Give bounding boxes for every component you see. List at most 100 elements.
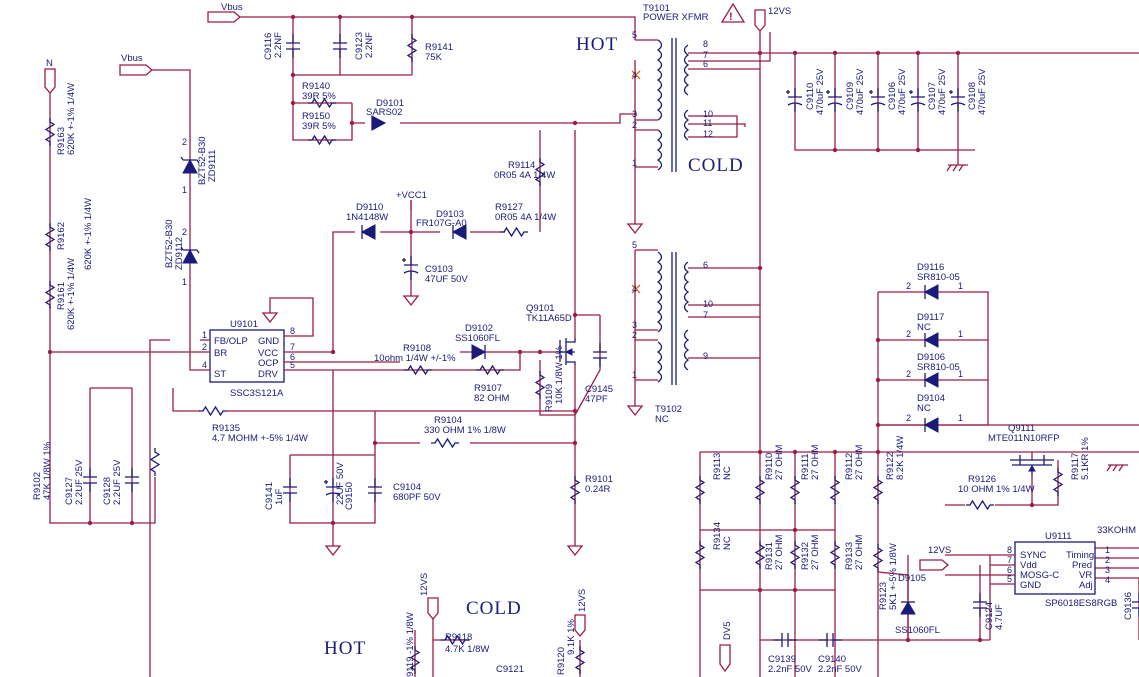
ground-u9101: [262, 306, 278, 323]
svg-text:R9134: R9134: [712, 522, 723, 550]
svg-text:2: 2: [906, 281, 911, 291]
svg-text:R9162: R9162: [56, 222, 67, 250]
svg-text:2.2UF 25V: 2.2UF 25V: [112, 459, 123, 505]
svg-text:470uF 25V: 470uF 25V: [977, 68, 988, 115]
svg-text:2: 2: [632, 120, 637, 130]
svg-text:C9108: C9108: [967, 82, 978, 110]
svg-text:1uF: 1uF: [274, 488, 285, 505]
svg-text:330 OHM 1% 1/8W: 330 OHM 1% 1/8W: [424, 425, 506, 436]
svg-text:39R 5%: 39R 5%: [302, 91, 336, 102]
svg-text:R9102: R9102: [32, 472, 43, 500]
ic-u9101: U9101 SSC3S121A 1 2 4 FB/OLP BR ST 8 7 6…: [200, 319, 307, 399]
ic-u9111: U9111 SP6018ES8RGB 33KOHM +-1% 8 7 6 5 S…: [990, 525, 1139, 609]
svg-text:R9135: R9135: [212, 423, 240, 434]
svg-text:R9131: R9131: [764, 542, 775, 570]
svg-text:27 OHM: 27 OHM: [854, 445, 865, 480]
svg-text:ZD9111: ZD9111: [207, 150, 218, 182]
svg-text:2.2NF: 2.2NF: [364, 32, 375, 58]
svg-text:2: 2: [906, 369, 911, 379]
svg-text:R9117: R9117: [1070, 453, 1081, 480]
svg-text:3: 3: [632, 320, 637, 330]
svg-text:R9108: R9108: [403, 343, 431, 354]
zone-hot-top: HOT: [576, 34, 618, 55]
svg-text:47PF: 47PF: [585, 394, 608, 405]
svg-text:ZD9112: ZD9112: [174, 237, 185, 270]
svg-text:5.1KR 1%: 5.1KR 1%: [1080, 437, 1091, 480]
svg-text:R9107: R9107: [474, 383, 502, 394]
svg-text:R9140: R9140: [302, 81, 330, 92]
svg-text:2: 2: [182, 137, 187, 147]
svg-text:R9141: R9141: [425, 42, 453, 53]
svg-text:D9103: D9103: [436, 209, 464, 220]
svg-text:22UF 50V: 22UF 50V: [335, 462, 346, 505]
svg-text:D9105: D9105: [898, 573, 926, 584]
svg-text:Vbus: Vbus: [221, 2, 243, 13]
svg-text:C9140: C9140: [818, 654, 846, 665]
resistor-r9119: 9119 -1% 1/8W: [405, 612, 420, 677]
svg-text:C9128: C9128: [102, 477, 113, 505]
svg-text:0.24R: 0.24R: [585, 484, 610, 495]
svg-text:VR: VR: [1079, 570, 1092, 581]
svg-text:Q9101: Q9101: [526, 303, 555, 314]
svg-text:R9112: R9112: [844, 453, 855, 480]
svg-text:27 OHM: 27 OHM: [854, 535, 865, 570]
net-12vs-mid: 12VS: [919, 545, 951, 571]
svg-text:7: 7: [703, 50, 708, 60]
svg-text:4: 4: [1105, 575, 1110, 585]
svg-text:R9161: R9161: [56, 282, 67, 310]
svg-text:R9110: R9110: [764, 453, 775, 480]
svg-text:OCP: OCP: [258, 358, 279, 369]
svg-text:SR810-05: SR810-05: [917, 272, 960, 283]
svg-text:2.2nF 50V: 2.2nF 50V: [768, 664, 812, 675]
transformer-t9102: T9102 NC 5 4 3 2 1 6 7 10 9: [631, 240, 713, 425]
svg-text:1: 1: [632, 370, 637, 380]
svg-text:2: 2: [202, 342, 207, 352]
svg-text:1N4148W: 1N4148W: [346, 212, 388, 223]
net-n: N: [44, 58, 56, 95]
svg-text:R9101: R9101: [585, 474, 613, 485]
svg-text:4.7UF: 4.7UF: [994, 604, 1005, 630]
svg-text:82 OHM: 82 OHM: [474, 393, 509, 404]
svg-text:Vbus: Vbus: [121, 53, 143, 64]
svg-text:C9145: C9145: [585, 384, 613, 395]
svg-text:R9132: R9132: [800, 542, 811, 570]
svg-text:75K: 75K: [425, 52, 443, 63]
zone-cold-top: COLD: [688, 155, 744, 176]
svg-text:FB/OLP: FB/OLP: [214, 336, 248, 347]
svg-text:7: 7: [1007, 555, 1012, 565]
svg-text:SS1060FL: SS1060FL: [455, 333, 500, 344]
svg-text:BZT52-B30: BZT52-B30: [197, 136, 208, 185]
svg-text:2: 2: [906, 329, 911, 339]
svg-text:10: 10: [703, 299, 713, 309]
ground-t9101: [627, 217, 643, 234]
svg-text:D9110: D9110: [356, 202, 383, 213]
svg-text:0R05 4A 1/4W: 0R05 4A 1/4W: [494, 170, 555, 181]
svg-text:R9120: R9120: [556, 647, 567, 675]
svg-text:27 OHM: 27 OHM: [810, 445, 821, 480]
svg-text:33KOHM +-1%: 33KOHM +-1%: [1097, 525, 1139, 536]
svg-text:5K1 +-5% 1/8W: 5K1 +-5% 1/8W: [888, 543, 899, 610]
svg-text:3: 3: [632, 109, 637, 119]
